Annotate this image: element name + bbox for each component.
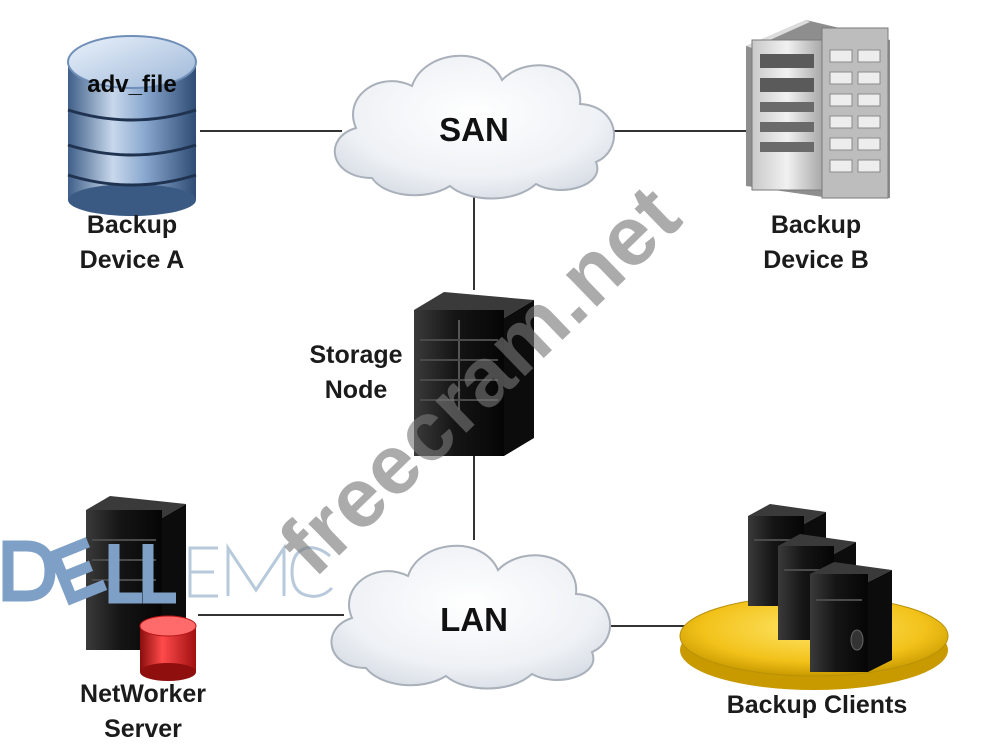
backup-device-b-line1: Backup xyxy=(770,211,862,239)
disk-stack-icon xyxy=(67,35,197,216)
networker-server-line2: Server xyxy=(104,715,182,743)
rack-server-icon xyxy=(746,20,890,199)
emc-logo-text xyxy=(188,543,334,598)
networker-server-line1: NetWorker xyxy=(80,680,206,708)
backup-device-b-line2: Device B xyxy=(763,246,869,274)
storage-node-server-icon xyxy=(414,292,534,456)
lan-cloud-icon xyxy=(330,545,611,690)
backup-device-b-label: Backup Device B xyxy=(736,208,896,278)
connector-lines xyxy=(198,130,748,627)
backup-device-a-line2: Device A xyxy=(79,246,185,274)
networker-server-label: NetWorker Server xyxy=(60,677,226,747)
lan-label: LAN xyxy=(440,601,508,638)
red-database-icon xyxy=(139,615,197,681)
backup-clients-label: Backup Clients xyxy=(726,691,908,719)
backup-clients-icon xyxy=(679,504,949,690)
san-cloud-icon xyxy=(333,55,615,200)
storage-node-line2: Node xyxy=(324,376,388,404)
san-label: SAN xyxy=(439,111,509,148)
storage-node-line1: Storage xyxy=(309,341,403,369)
adv-file-label: adv_file xyxy=(87,71,177,98)
backup-device-a-label: Backup Device A xyxy=(52,208,212,278)
storage-node-label: Storage Node xyxy=(296,338,416,408)
dell-emc-logo xyxy=(2,537,176,606)
backup-device-a-line1: Backup xyxy=(86,211,178,239)
